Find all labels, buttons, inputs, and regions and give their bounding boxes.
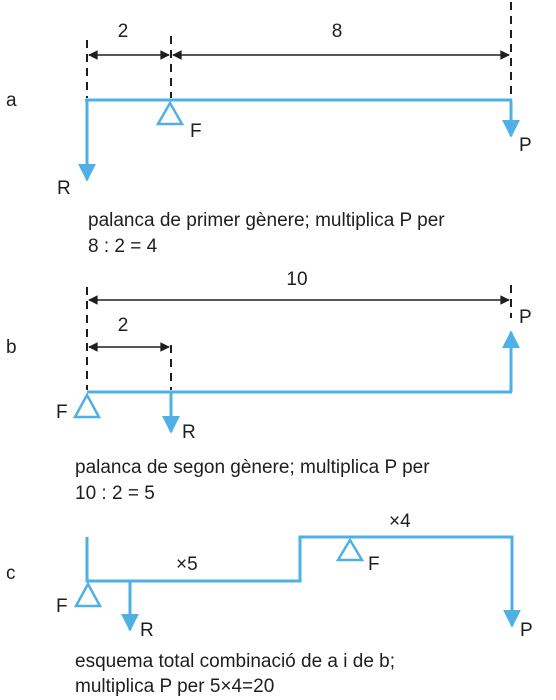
factor-label-2: ×4 [389, 511, 411, 532]
resistance-label: R [182, 422, 196, 443]
fulcrum-label-2: F [368, 554, 380, 575]
fulcrum-triangle-2 [335, 537, 365, 562]
caption-a-line2: 8 : 2 = 4 [88, 236, 158, 257]
fulcrum-label: F [190, 121, 202, 142]
caption-c-line1: esquema total combinació de a i de b; [75, 651, 395, 672]
compound-lever [85, 535, 514, 583]
diagram-c-label: c [6, 563, 16, 584]
dimension-label-short: 2 [118, 315, 129, 336]
resistance-label: R [140, 620, 154, 641]
diagram-b: b 10 2 F R P palanca de segon gènere; mu… [6, 269, 532, 504]
dimension-label-long: 8 [332, 21, 343, 42]
fulcrum-triangle-1 [73, 581, 103, 608]
diagram-b-label: b [6, 337, 17, 358]
diagram-a-label: a [6, 90, 17, 111]
caption-b-line2: 10 : 2 = 5 [75, 483, 155, 504]
power-label: P [520, 620, 533, 641]
fulcrum-label-1: F [56, 596, 68, 617]
resistance-label: R [57, 178, 71, 199]
fulcrum-label: F [56, 402, 68, 423]
caption-c-line2: multiplica P per 5×4=20 [75, 676, 274, 697]
power-label: P [519, 307, 532, 328]
dimension-label-total: 10 [286, 269, 307, 290]
fulcrum-triangle [72, 392, 102, 419]
dimension-label-short: 2 [118, 21, 129, 42]
power-label: P [519, 135, 532, 156]
caption-b-line1: palanca de segon gènere; multiplica P pe… [75, 457, 430, 478]
diagram-c: c ×5 ×4 F F R P esquema total combinació… [6, 511, 533, 697]
factor-label-1: ×5 [176, 554, 198, 575]
fulcrum-triangle [155, 100, 185, 126]
diagram-a: a 2 8 F R P palanca de primer gènere; mu… [6, 2, 532, 257]
caption-a-line1: palanca de primer gènere; multiplica P p… [88, 210, 445, 231]
